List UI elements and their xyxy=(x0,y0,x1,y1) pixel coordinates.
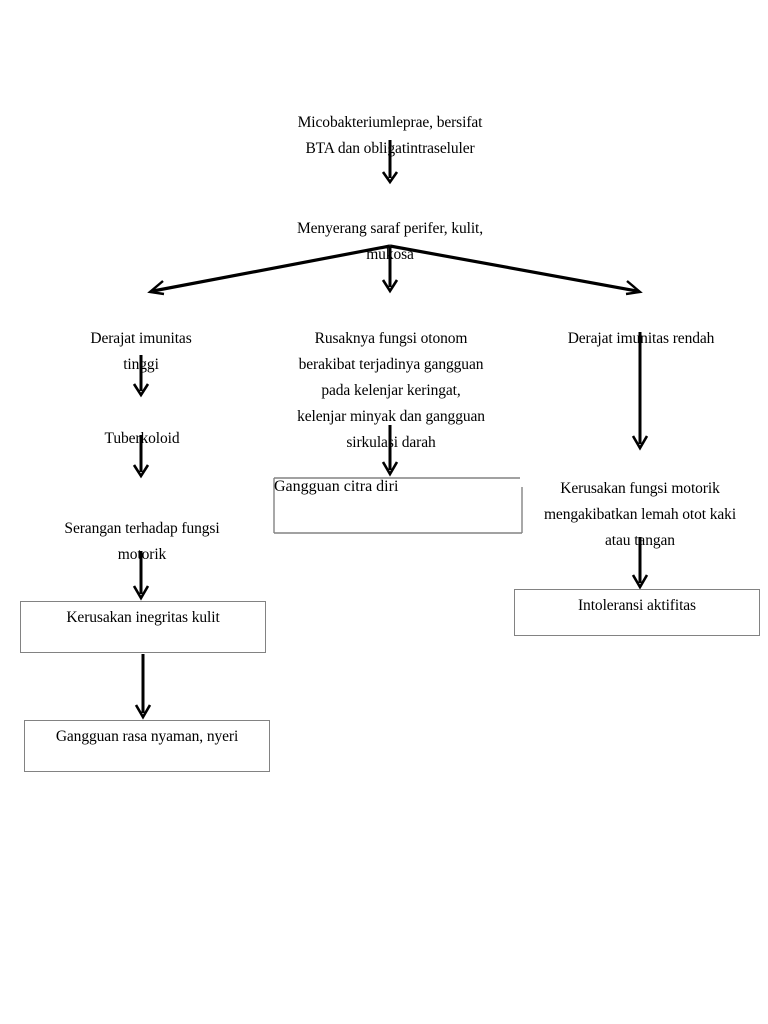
node-motor-damage-label: Kerusakan fungsi motorik mengakibatkan l… xyxy=(543,480,737,549)
node-comfort-pain-box: Gangguan rasa nyaman, nyeri xyxy=(24,720,270,772)
node-low-immunity: Derajat imunitas rendah xyxy=(527,300,755,352)
node-activity-intolerance-label: Intoleransi aktifitas xyxy=(578,597,696,614)
node-high-immunity-label: Derajat imunitas tinggi xyxy=(90,330,192,373)
node-motor-damage: Kerusakan fungsi motorik mengakibatkan l… xyxy=(515,450,765,554)
node-skin-integrity-box: Kerusakan inegritas kulit xyxy=(20,601,266,653)
node-autonomic-damage-label: Rusaknya fungsi otonom berakibat terjadi… xyxy=(297,330,485,451)
node-autonomic-damage: Rusaknya fungsi otonom berakibat terjadi… xyxy=(268,300,514,456)
node-motor-attack-label: Serangan terhadap fungsi motorik xyxy=(64,520,220,563)
node-pathogen-label: Micobakteriumleprae, bersifat BTA dan ob… xyxy=(297,114,483,157)
node-tuberkoloid: Tuberkoloid xyxy=(56,400,228,452)
node-attacks: Menyerang saraf perifer, kulit, mukosa xyxy=(240,190,540,268)
node-motor-attack: Serangan terhadap fungsi motorik xyxy=(30,490,254,568)
node-attacks-label: Menyerang saraf perifer, kulit, mukosa xyxy=(296,220,484,263)
node-body-image-box: Gangguan citra diri xyxy=(274,478,522,534)
node-skin-integrity-label: Kerusakan inegritas kulit xyxy=(66,609,220,626)
node-pathogen: Micobakteriumleprae, bersifat BTA dan ob… xyxy=(240,84,540,162)
node-body-image-label: Gangguan citra diri xyxy=(274,478,399,495)
node-comfort-pain-label: Gangguan rasa nyaman, nyeri xyxy=(55,728,239,745)
node-high-immunity: Derajat imunitas tinggi xyxy=(46,300,236,378)
node-activity-intolerance-box: Intoleransi aktifitas xyxy=(514,589,760,636)
node-low-immunity-label: Derajat imunitas rendah xyxy=(567,330,715,347)
node-tuberkoloid-label: Tuberkoloid xyxy=(104,430,180,447)
arrow-skin-integrity-to-comfort-pain xyxy=(134,654,152,720)
